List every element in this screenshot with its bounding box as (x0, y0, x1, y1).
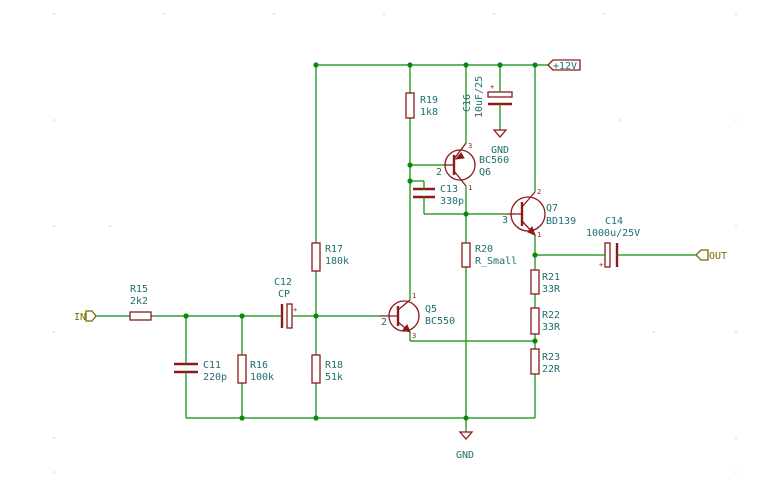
capacitor-c11: C11 220p (174, 358, 227, 383)
r23-value: 22R (542, 364, 561, 375)
net-in-label: IN (74, 312, 86, 323)
q5-ref: Q5 (425, 304, 437, 315)
junctions (183, 62, 538, 421)
gnd-top-symbol: GND (491, 129, 509, 156)
net-vcc-label: +12V (553, 61, 577, 72)
gnd-bottom-label: GND (456, 450, 474, 461)
capacitor-c13: C13 330p (413, 184, 464, 207)
q6-ref: Q6 (479, 167, 491, 178)
resistor-r22: R22 33R (530, 307, 561, 335)
r18-ref: R18 (325, 360, 343, 371)
r15-ref: R15 (130, 284, 148, 295)
q5-pin-base: 2 (381, 317, 387, 328)
q5-value: BC550 (425, 316, 455, 327)
c14-value: 1000u/25V (586, 228, 640, 239)
q7-pin-collector: 2 (537, 188, 541, 196)
q7-pin-emitter: 1 (537, 231, 541, 239)
svg-text:+: + (490, 83, 494, 91)
r20-value: R_Small (475, 256, 517, 267)
c11-ref: C11 (203, 360, 221, 371)
capacitor-c16: + C16 10uF/25 (462, 76, 513, 118)
c13-value: 330p (440, 196, 464, 207)
resistor-r21: R21 33R (530, 269, 561, 295)
q7-ref: Q7 (546, 203, 558, 214)
q7-pin-base: 3 (502, 215, 508, 226)
transistor-q5: 1 3 2 Q5 BC550 (380, 292, 455, 340)
resistor-r17: R17 180k (311, 242, 349, 272)
resistor-r23: R23 22R (530, 348, 561, 375)
c12-value: CP (278, 289, 290, 300)
q6-pin-collector: 1 (468, 184, 472, 192)
gnd-bottom-symbol: GND (456, 431, 474, 461)
r17-ref: R17 (325, 244, 343, 255)
q5-pin-collector: 1 (412, 292, 416, 300)
r21-value: 33R (542, 284, 561, 295)
wires (95, 64, 696, 432)
c14-ref: C14 (605, 216, 623, 227)
r16-value: 100k (250, 372, 274, 383)
resistor-r19: R19 1k8 (405, 92, 438, 119)
net-vcc: +12V (547, 59, 581, 72)
transistor-q6: 3 1 2 BC560 Q6 (436, 142, 509, 192)
q5-pin-emitter: 3 (412, 332, 416, 340)
net-out-label: OUT (709, 251, 727, 262)
r15-value: 2k2 (130, 296, 148, 307)
c11-value: 220p (203, 372, 227, 383)
r18-value: 51k (325, 372, 343, 383)
r19-value: 1k8 (420, 107, 438, 118)
r16-ref: R16 (250, 360, 268, 371)
c16-value: 10uF/25 (474, 76, 485, 118)
capacitor-c14: + C14 1000u/25V (586, 216, 640, 269)
transistor-q7: 2 1 3 Q7 BD139 (502, 188, 576, 239)
capacitor-c12: + C12 CP (274, 277, 297, 329)
r23-ref: R23 (542, 352, 560, 363)
svg-text:+: + (599, 261, 603, 269)
resistor-r15: R15 2k2 (129, 284, 152, 321)
net-out: OUT (695, 249, 727, 262)
q6-pin-emitter: 3 (468, 142, 472, 150)
resistor-r18: R18 51k (311, 354, 343, 384)
r22-ref: R22 (542, 310, 560, 321)
net-in: IN (74, 310, 97, 323)
q6-value: BC560 (479, 155, 509, 166)
svg-text:+: + (293, 306, 297, 314)
gnd-top-label: GND (491, 145, 509, 156)
q7-value: BD139 (546, 216, 576, 227)
resistor-r16: R16 100k (237, 354, 274, 384)
r20-ref: R20 (475, 244, 493, 255)
c13-ref: C13 (440, 184, 458, 195)
r22-value: 33R (542, 322, 561, 333)
r19-ref: R19 (420, 95, 438, 106)
r21-ref: R21 (542, 272, 560, 283)
resistor-r20: R20 R_Small (461, 242, 517, 268)
q6-pin-base: 2 (436, 167, 442, 178)
c16-ref: C16 (462, 94, 473, 112)
grid-dots (53, 13, 737, 473)
r17-value: 180k (325, 256, 349, 267)
c12-ref: C12 (274, 277, 292, 288)
